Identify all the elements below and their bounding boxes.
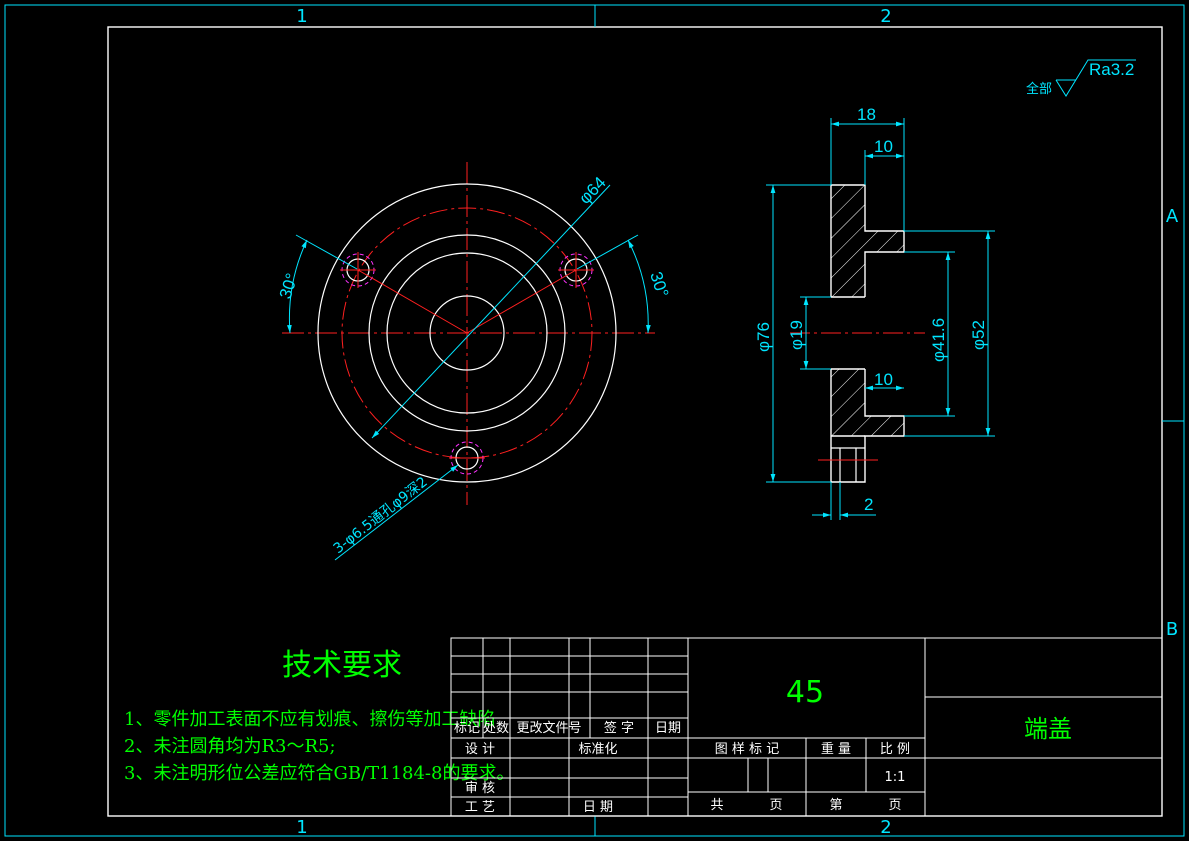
title-block [450, 637, 1163, 817]
col-drawing-mark: 图 样 标 记 [715, 742, 779, 757]
dim-label-76: φ76 [754, 322, 773, 352]
dim-label-19: φ19 [787, 320, 806, 350]
angle-arc-right [627, 239, 651, 334]
part-name: 端盖 [1024, 715, 1072, 743]
rev-header-count: 处数 [483, 721, 509, 736]
zone-label-bottom-1: 1 [296, 817, 307, 838]
roughness-value: Ra3.2 [1089, 60, 1134, 79]
row-standard: 标准化 [578, 742, 617, 757]
rev-header-date: 日期 [655, 721, 681, 736]
zone-label-top-2: 2 [880, 6, 891, 27]
bolt-hole-bottom [449, 441, 485, 475]
front-view: φ64 30° 30° 3-φ6.5通孔φ9深2 [276, 162, 672, 561]
dim-label-10-mid: 10 [874, 370, 893, 389]
notes-item-2: 2、未注圆角均为R3～R5; [124, 736, 336, 757]
zone-label-top-1: 1 [296, 6, 307, 27]
spigot-circle [368, 234, 566, 432]
row-process: 工 艺 [465, 800, 495, 815]
angle-label-right: 30° [646, 269, 672, 299]
dim-label-2: 2 [864, 495, 873, 514]
rev-header-mark: 标记 [454, 721, 480, 736]
material-label: 45 [786, 675, 824, 710]
notes-item-1: 1、零件加工表面不应有划痕、擦伤等加工缺陷 [124, 709, 495, 730]
dim-label-64: φ64 [575, 173, 609, 208]
rev-header-sign: 签 字 [604, 720, 634, 736]
section-outline-bottom [830, 369, 905, 483]
dim-label-10-top: 10 [874, 137, 893, 156]
sheet-page-2: 页 [888, 798, 901, 813]
col-weight: 重 量 [821, 741, 851, 757]
section-outline-top [830, 184, 905, 297]
notes-title: 技术要求 [282, 648, 402, 683]
outer-circle [317, 183, 617, 483]
rev-header-doc: 更改文件号 [516, 721, 581, 736]
dim-label-41-6: φ41.6 [929, 318, 948, 362]
scale-value: 1:1 [885, 770, 906, 785]
sheet-total: 共 [710, 798, 723, 813]
zone-label-right-a: A [1166, 206, 1179, 227]
dim-label-52: φ52 [969, 320, 988, 350]
bore-circle [429, 295, 505, 371]
surface-roughness-symbol: 全部 Ra3.2 [1026, 59, 1136, 97]
hole-callout: 3-φ6.5通孔φ9深2 [331, 474, 431, 557]
col-scale: 比 例 [880, 742, 910, 757]
sheet-page-1: 页 [769, 798, 782, 813]
recess-circle [386, 252, 548, 414]
angle-label-left: 30° [276, 271, 302, 301]
title-block-text: 45 端盖 标记 处数 更改文件号 签 字 日期 设 计 标准化 审 核 工 艺… [454, 675, 1072, 815]
roughness-prefix: 全部 [1026, 81, 1052, 97]
zone-label-right-b: B [1166, 619, 1178, 640]
row-design: 设 计 [465, 742, 495, 757]
zone-label-bottom-2: 2 [880, 817, 891, 838]
dim-line-64 [371, 184, 611, 439]
row-date: 日 期 [583, 800, 613, 815]
row-review: 审 核 [465, 781, 495, 796]
angle-arc-left [286, 239, 308, 334]
dim-label-18: 18 [857, 105, 876, 124]
side-view: 18 10 φ76 φ19 φ41.6 φ52 10 2 [754, 105, 995, 520]
section-hatch [831, 185, 904, 436]
technical-notes: 技术要求 1、零件加工表面不应有划痕、擦伤等加工缺陷 2、未注圆角均为R3～R5… [124, 648, 514, 784]
sheet-number: 第 [829, 798, 842, 813]
notes-item-3: 3、未注明形位公差应符合GB/T1184-8的要求。 [124, 763, 514, 784]
hole-leader [334, 464, 459, 561]
